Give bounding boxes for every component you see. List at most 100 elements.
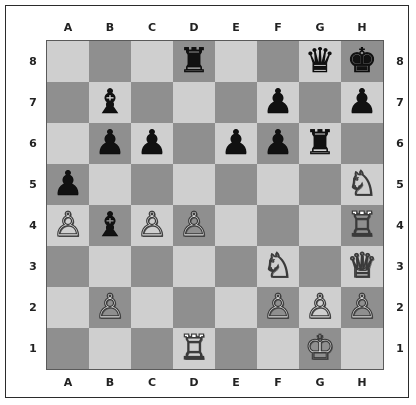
square-a7[interactable] xyxy=(47,82,89,123)
square-d6[interactable] xyxy=(173,123,215,164)
square-h4[interactable]: ♖ xyxy=(341,205,383,246)
black-pawn-icon[interactable]: ♟ xyxy=(263,123,293,164)
square-g4[interactable] xyxy=(299,205,341,246)
square-f6[interactable]: ♟ xyxy=(257,123,299,164)
white-rook-icon[interactable]: ♖ xyxy=(179,328,209,369)
square-h6[interactable] xyxy=(341,123,383,164)
rank-label-right-5: 5 xyxy=(393,164,407,205)
file-label-bottom-c: C xyxy=(131,376,173,390)
square-f5[interactable] xyxy=(257,164,299,205)
square-e4[interactable] xyxy=(215,205,257,246)
square-d3[interactable] xyxy=(173,246,215,287)
square-e7[interactable] xyxy=(215,82,257,123)
square-d1[interactable]: ♖ xyxy=(173,328,215,369)
square-b7[interactable]: ♝ xyxy=(89,82,131,123)
black-pawn-icon[interactable]: ♟ xyxy=(137,123,167,164)
black-rook-icon[interactable]: ♜ xyxy=(305,123,335,164)
square-b1[interactable] xyxy=(89,328,131,369)
white-pawn-icon[interactable]: ♙ xyxy=(53,205,83,246)
square-b4[interactable]: ♝ xyxy=(89,205,131,246)
white-rook-icon[interactable]: ♖ xyxy=(347,205,377,246)
white-knight-icon[interactable]: ♘ xyxy=(347,164,377,205)
square-a5[interactable]: ♟ xyxy=(47,164,89,205)
black-pawn-icon[interactable]: ♟ xyxy=(221,123,251,164)
white-pawn-icon[interactable]: ♙ xyxy=(305,287,335,328)
white-pawn-icon[interactable]: ♙ xyxy=(179,205,209,246)
square-b5[interactable] xyxy=(89,164,131,205)
square-c5[interactable] xyxy=(131,164,173,205)
square-h2[interactable]: ♙ xyxy=(341,287,383,328)
square-g3[interactable] xyxy=(299,246,341,287)
square-a2[interactable] xyxy=(47,287,89,328)
square-g5[interactable] xyxy=(299,164,341,205)
square-e6[interactable]: ♟ xyxy=(215,123,257,164)
white-knight-icon[interactable]: ♘ xyxy=(263,246,293,287)
black-bishop-icon[interactable]: ♝ xyxy=(95,82,125,123)
square-f3[interactable]: ♘ xyxy=(257,246,299,287)
file-label-top-g: G xyxy=(299,21,341,35)
square-g8[interactable]: ♛ xyxy=(299,41,341,82)
rank-label-left-6: 6 xyxy=(26,123,40,164)
square-e2[interactable] xyxy=(215,287,257,328)
chess-board[interactable]: ♜♛♚♝♟♟♟♟♟♟♜♟♘♙♝♙♙♖♘♕♙♙♙♙♖♔ xyxy=(46,40,384,370)
square-a4[interactable]: ♙ xyxy=(47,205,89,246)
white-king-icon[interactable]: ♔ xyxy=(305,328,335,369)
square-b3[interactable] xyxy=(89,246,131,287)
square-g7[interactable] xyxy=(299,82,341,123)
square-f8[interactable] xyxy=(257,41,299,82)
rank-label-left-3: 3 xyxy=(26,246,40,287)
black-queen-icon[interactable]: ♛ xyxy=(305,41,335,82)
square-h1[interactable] xyxy=(341,328,383,369)
square-g2[interactable]: ♙ xyxy=(299,287,341,328)
square-h3[interactable]: ♕ xyxy=(341,246,383,287)
square-h8[interactable]: ♚ xyxy=(341,41,383,82)
black-pawn-icon[interactable]: ♟ xyxy=(347,82,377,123)
rank-label-right-2: 2 xyxy=(393,287,407,328)
square-c2[interactable] xyxy=(131,287,173,328)
white-pawn-icon[interactable]: ♙ xyxy=(347,287,377,328)
square-f4[interactable] xyxy=(257,205,299,246)
square-f7[interactable]: ♟ xyxy=(257,82,299,123)
square-d2[interactable] xyxy=(173,287,215,328)
square-a3[interactable] xyxy=(47,246,89,287)
black-king-icon[interactable]: ♚ xyxy=(347,41,377,82)
square-b8[interactable] xyxy=(89,41,131,82)
white-pawn-icon[interactable]: ♙ xyxy=(137,205,167,246)
black-bishop-icon[interactable]: ♝ xyxy=(95,205,125,246)
square-e8[interactable] xyxy=(215,41,257,82)
square-d7[interactable] xyxy=(173,82,215,123)
white-pawn-icon[interactable]: ♙ xyxy=(263,287,293,328)
square-e3[interactable] xyxy=(215,246,257,287)
black-pawn-icon[interactable]: ♟ xyxy=(263,82,293,123)
white-queen-icon[interactable]: ♕ xyxy=(347,246,377,287)
square-h7[interactable]: ♟ xyxy=(341,82,383,123)
square-f2[interactable]: ♙ xyxy=(257,287,299,328)
square-c4[interactable]: ♙ xyxy=(131,205,173,246)
square-h5[interactable]: ♘ xyxy=(341,164,383,205)
square-g6[interactable]: ♜ xyxy=(299,123,341,164)
square-e5[interactable] xyxy=(215,164,257,205)
square-c1[interactable] xyxy=(131,328,173,369)
square-c6[interactable]: ♟ xyxy=(131,123,173,164)
square-c8[interactable] xyxy=(131,41,173,82)
square-d4[interactable]: ♙ xyxy=(173,205,215,246)
square-a8[interactable] xyxy=(47,41,89,82)
rank-label-right-7: 7 xyxy=(393,82,407,123)
square-g1[interactable]: ♔ xyxy=(299,328,341,369)
rank-label-right-3: 3 xyxy=(393,246,407,287)
square-c3[interactable] xyxy=(131,246,173,287)
square-c7[interactable] xyxy=(131,82,173,123)
square-e1[interactable] xyxy=(215,328,257,369)
square-a1[interactable] xyxy=(47,328,89,369)
file-label-top-a: A xyxy=(47,21,89,35)
square-b6[interactable]: ♟ xyxy=(89,123,131,164)
square-d5[interactable] xyxy=(173,164,215,205)
black-rook-icon[interactable]: ♜ xyxy=(179,41,209,82)
black-pawn-icon[interactable]: ♟ xyxy=(53,164,83,205)
white-pawn-icon[interactable]: ♙ xyxy=(95,287,125,328)
black-pawn-icon[interactable]: ♟ xyxy=(95,123,125,164)
square-a6[interactable] xyxy=(47,123,89,164)
square-d8[interactable]: ♜ xyxy=(173,41,215,82)
square-f1[interactable] xyxy=(257,328,299,369)
square-b2[interactable]: ♙ xyxy=(89,287,131,328)
